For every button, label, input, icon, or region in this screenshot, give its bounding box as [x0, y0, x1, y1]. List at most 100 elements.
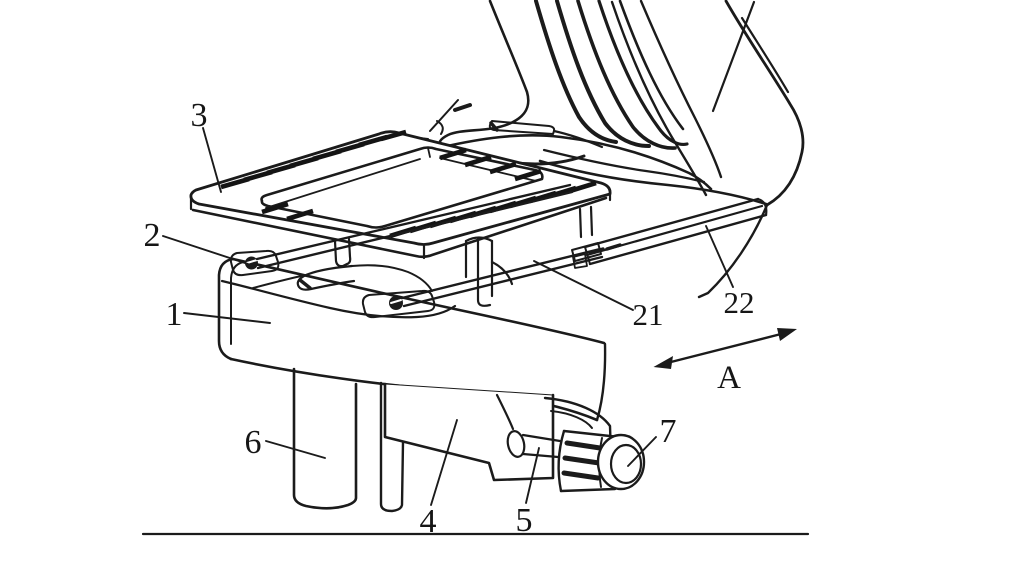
boot-collar-tick [453, 103, 472, 112]
boot-toe-curve-2 [429, 99, 459, 132]
direction-arrow-head-right [777, 328, 797, 341]
boot-strap-band-end [489, 121, 499, 132]
direction-arrow-head-left [653, 356, 673, 369]
knob-bottom-edge [559, 487, 617, 493]
leader-line-4 [430, 419, 458, 506]
plate-vent-slots [220, 129, 597, 239]
bracket-slot-curve [495, 393, 515, 431]
boot-toe-curve-3 [436, 120, 444, 135]
knob-top-edge [562, 429, 621, 439]
bracket-body-fill [384, 383, 554, 481]
direction-arrow-shaft [665, 332, 783, 365]
boot-collar-edge [438, 0, 530, 149]
ref-label-7: 7 [660, 413, 677, 450]
base-corner-contour [230, 261, 244, 345]
slide-bar-top-edge [583, 197, 760, 249]
guide-rails [255, 183, 622, 308]
slide-bar [583, 197, 768, 266]
boot-sole-edge-1 [538, 159, 768, 206]
boot-strap-3 [576, 0, 677, 150]
plate-opening-wall-left [265, 158, 421, 209]
cutoff-leader-line [711, 0, 756, 113]
leader-line-22 [705, 225, 734, 288]
ref-label-2: 2 [144, 217, 161, 254]
base-hump-curve [351, 264, 433, 292]
vent-slot [261, 201, 289, 215]
boot-sole-edge-2 [542, 148, 706, 184]
boot-heel-inner [740, 16, 790, 94]
rail-pocket-mid [361, 289, 436, 319]
ref-label-3: 3 [191, 97, 208, 134]
slide-bar-left-tick [584, 246, 591, 265]
rear-leg [379, 381, 405, 513]
bracket-hook-inner [550, 410, 593, 429]
boot-strap-band [488, 120, 556, 135]
slide-bar-end-cap [756, 197, 768, 217]
rail-connector-block-small [572, 253, 588, 269]
base-tongue-facet [298, 278, 312, 290]
center-post-mid-edge [476, 237, 492, 307]
vent-slot [464, 154, 492, 168]
rail-mid-bottom [402, 255, 604, 308]
ref-label-6: 6 [245, 424, 262, 461]
boot-heel-counter-2 [639, 0, 723, 179]
reference-numerals: 1 2 3 4 5 6 7 21 22 A [144, 97, 755, 540]
center-post-top [464, 236, 494, 243]
adjustment-knob [557, 429, 646, 493]
ref-label-1: 1 [166, 296, 183, 333]
base-channel-branch [252, 274, 307, 289]
boot-strap-link [552, 129, 604, 149]
rail-joint-dash-1 [588, 247, 605, 255]
base-right-edge [595, 342, 607, 422]
ref-label-21: 21 [633, 297, 664, 332]
boot-strap-5 [618, 0, 685, 131]
knob-knurl-1 [564, 440, 603, 451]
leader-line-2 [162, 235, 249, 265]
leader-line-1 [183, 312, 271, 324]
rail-front-top [255, 183, 572, 261]
plate-support-tab-left [333, 237, 352, 268]
ref-label-5: 5 [516, 502, 533, 539]
boot-heel-outer [724, 0, 805, 207]
rail-end-cap-mid-highlight [390, 299, 402, 304]
rail-front-bottom [256, 190, 574, 270]
rail-end-cap-left-highlight [246, 259, 258, 264]
leader-line-5 [525, 447, 540, 504]
knob-knurl-2 [562, 455, 602, 466]
vent-slot [439, 147, 467, 161]
knob-left-cap [557, 429, 566, 493]
base-tongue [296, 264, 356, 291]
vent-slot [380, 129, 407, 142]
plate-opening-wall-tick [427, 147, 431, 158]
boot-heel-counter-1 [610, 0, 708, 197]
boot-strap-2 [555, 0, 651, 148]
plate-support-right-1 [578, 207, 583, 239]
leader-line-21 [533, 260, 634, 311]
leader-lines [162, 127, 734, 506]
bracket-outline [383, 382, 555, 482]
adjusting-pin [506, 430, 562, 459]
base-channel-curve [220, 279, 457, 319]
ref-label-4: 4 [420, 503, 437, 540]
base-corner-arc [217, 257, 235, 361]
leader-line-3 [202, 127, 222, 193]
direction-arrow [653, 328, 797, 369]
pin-head [506, 430, 526, 458]
leader-line-7 [627, 436, 657, 467]
base-top-edge [231, 257, 606, 345]
boot-strap-1 [534, 0, 618, 144]
knob-knurl-3 [561, 470, 601, 481]
front-leg [292, 367, 358, 510]
support-legs [292, 367, 405, 513]
plate-support-right-2 [589, 205, 594, 237]
pin-shaft-top [521, 433, 562, 443]
vent-slot [286, 208, 314, 222]
vent-slot [489, 161, 517, 175]
ref-label-22: 22 [724, 285, 755, 320]
slide-bar-crease [585, 204, 764, 257]
rail-mid-top [400, 247, 602, 300]
vent-slot [569, 180, 597, 194]
vent-slot [514, 168, 542, 182]
